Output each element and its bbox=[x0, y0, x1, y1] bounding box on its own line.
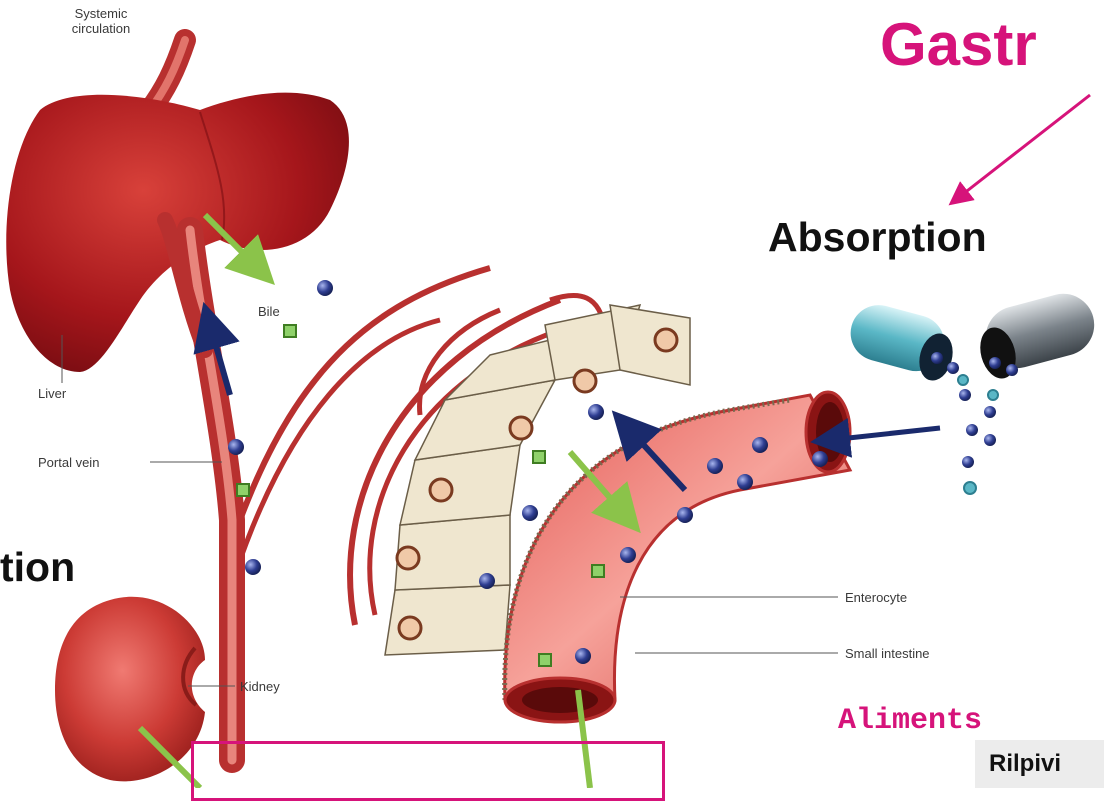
portal-vein-label: Portal vein bbox=[38, 455, 99, 470]
pink-outline-box bbox=[191, 741, 665, 801]
rilpivi-text: Rilpivi bbox=[989, 750, 1061, 778]
bile-label: Bile bbox=[258, 304, 280, 319]
aliments-text: Aliments bbox=[838, 704, 982, 738]
gastr-heading: Gastr bbox=[880, 10, 1037, 79]
small-intestine-label: Small intestine bbox=[845, 646, 930, 661]
pink-arrow bbox=[958, 95, 1090, 198]
enterocyte-label: Enterocyte bbox=[845, 590, 907, 605]
systemic-vessel bbox=[150, 40, 185, 110]
capsule-icon bbox=[844, 287, 1101, 385]
absorption-heading: Absorption bbox=[768, 214, 987, 261]
systemic-circulation-label: Systemic circulation bbox=[36, 6, 166, 36]
rilpivi-box: Rilpivi bbox=[975, 740, 1104, 788]
kidney bbox=[55, 597, 205, 788]
tion-heading: tion bbox=[0, 544, 75, 591]
small-intestine bbox=[505, 392, 850, 722]
kidney-label: Kidney bbox=[240, 679, 280, 694]
liver-label: Liver bbox=[38, 386, 66, 401]
